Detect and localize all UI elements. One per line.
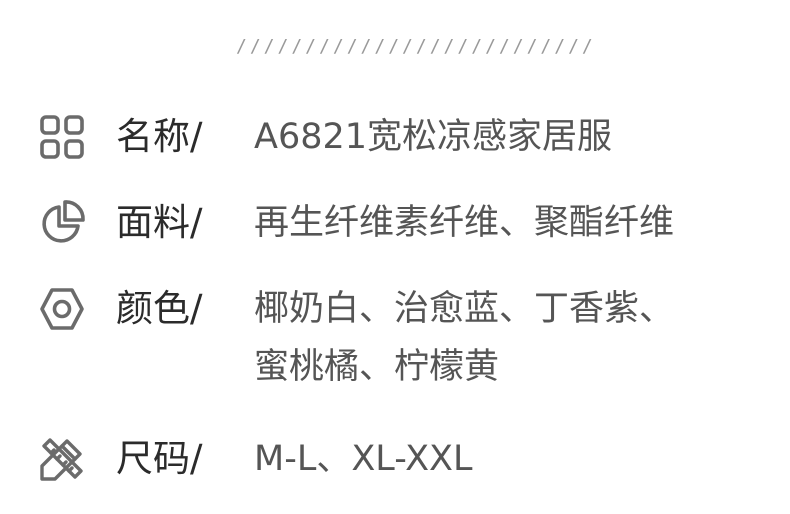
spec-value-name: A6821宽松凉感家居服 <box>254 117 613 157</box>
grid-icon <box>37 112 87 162</box>
spec-value-color: 椰奶白、治愈蓝、丁香紫、 蜜桃橘、柠檬黄 <box>254 289 675 387</box>
spec-value-fabric: 再生纤维素纤维、聚酯纤维 <box>254 203 675 243</box>
spec-value-size: M-L、XL-XXL <box>254 439 473 479</box>
spec-label-size: 尺码/ <box>116 437 203 480</box>
decorative-divider: ////////////////////////// <box>236 36 596 57</box>
spec-label-name: 名称/ <box>116 115 203 158</box>
ruler-pencil-icon <box>37 434 87 484</box>
hex-nut-icon <box>37 284 87 334</box>
spec-label-fabric: 面料/ <box>116 201 203 244</box>
pie-chart-icon <box>37 198 87 248</box>
spec-label-color: 颜色/ <box>116 287 203 330</box>
